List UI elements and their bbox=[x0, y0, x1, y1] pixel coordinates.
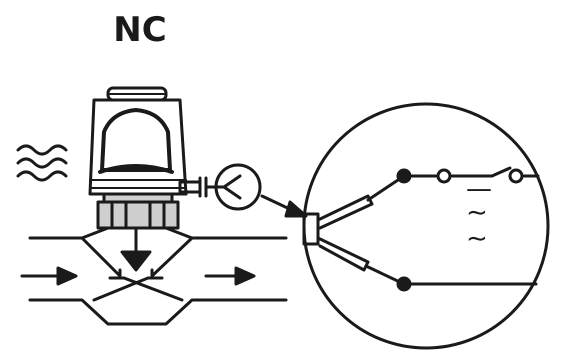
zoom-pointer-arrow-icon bbox=[260, 194, 308, 218]
valve-body bbox=[28, 226, 288, 326]
valve-stem-arrow bbox=[120, 226, 152, 272]
valve-adapter bbox=[96, 192, 180, 230]
diagram-title: NC bbox=[113, 10, 167, 50]
ac-symbol: ∼ bbox=[466, 198, 488, 228]
heat-waves-icon bbox=[16, 144, 68, 182]
cable-connector bbox=[178, 163, 262, 211]
actuator-head bbox=[88, 86, 188, 196]
wiring-detail-circle bbox=[302, 102, 550, 350]
flow-out-arrow-icon bbox=[204, 266, 256, 286]
dc-symbol: — bbox=[466, 174, 492, 204]
ac-symbol-alt: ∼ bbox=[466, 224, 488, 254]
flow-in-arrow-icon bbox=[20, 266, 78, 286]
